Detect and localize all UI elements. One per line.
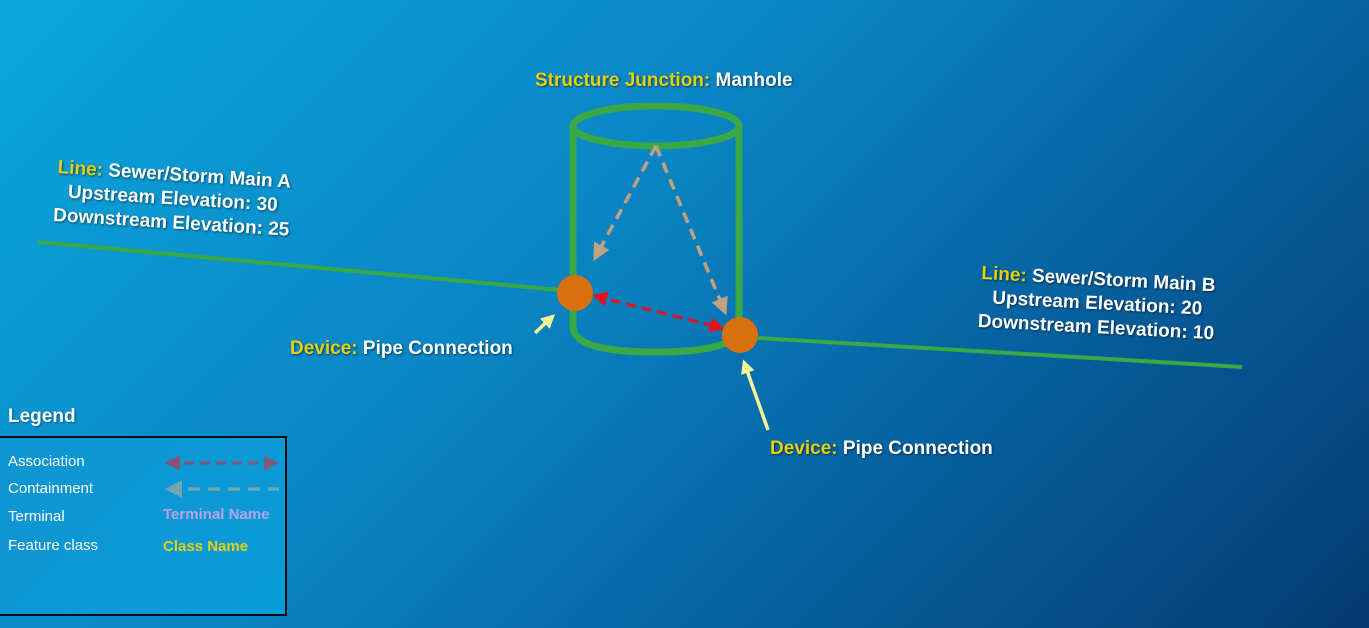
- sewer-main-a-line: [37, 240, 561, 292]
- sewer-main-b-line: [741, 335, 1243, 369]
- legend-box: [0, 436, 287, 616]
- pipe-connection-device-left: [557, 275, 593, 311]
- structure-junction-label: Structure Junction: Manhole: [535, 70, 793, 91]
- legend-label-terminal: Terminal: [8, 508, 65, 525]
- pointer-arrow-right: [741, 359, 770, 431]
- pointer-arrow-left: [533, 314, 556, 335]
- legend-label-association: Association: [8, 453, 85, 470]
- legend-label-containment: Containment: [8, 480, 94, 497]
- legend-label-feature-class: Feature class: [8, 537, 99, 554]
- containment-arrow-left: [593, 145, 658, 262]
- line-b-label: Line: Sewer/Storm Main B Upstream Elevat…: [977, 263, 1217, 345]
- containment-arrow-right: [654, 145, 728, 316]
- device-right-label: Device: Pipe Connection: [770, 438, 993, 459]
- legend-terminal-sample: Terminal Name: [163, 506, 270, 523]
- line-a-label: Line: Sewer/Storm Main A Upstream Elevat…: [52, 157, 292, 241]
- device-left-label: Device: Pipe Connection: [290, 338, 513, 359]
- manhole-cylinder: [569, 102, 743, 356]
- legend-feature-class-sample: Class Name: [163, 538, 249, 555]
- legend-title: Legend: [8, 406, 76, 427]
- association-arrow: [592, 291, 725, 333]
- pipe-connection-device-right: [722, 317, 758, 353]
